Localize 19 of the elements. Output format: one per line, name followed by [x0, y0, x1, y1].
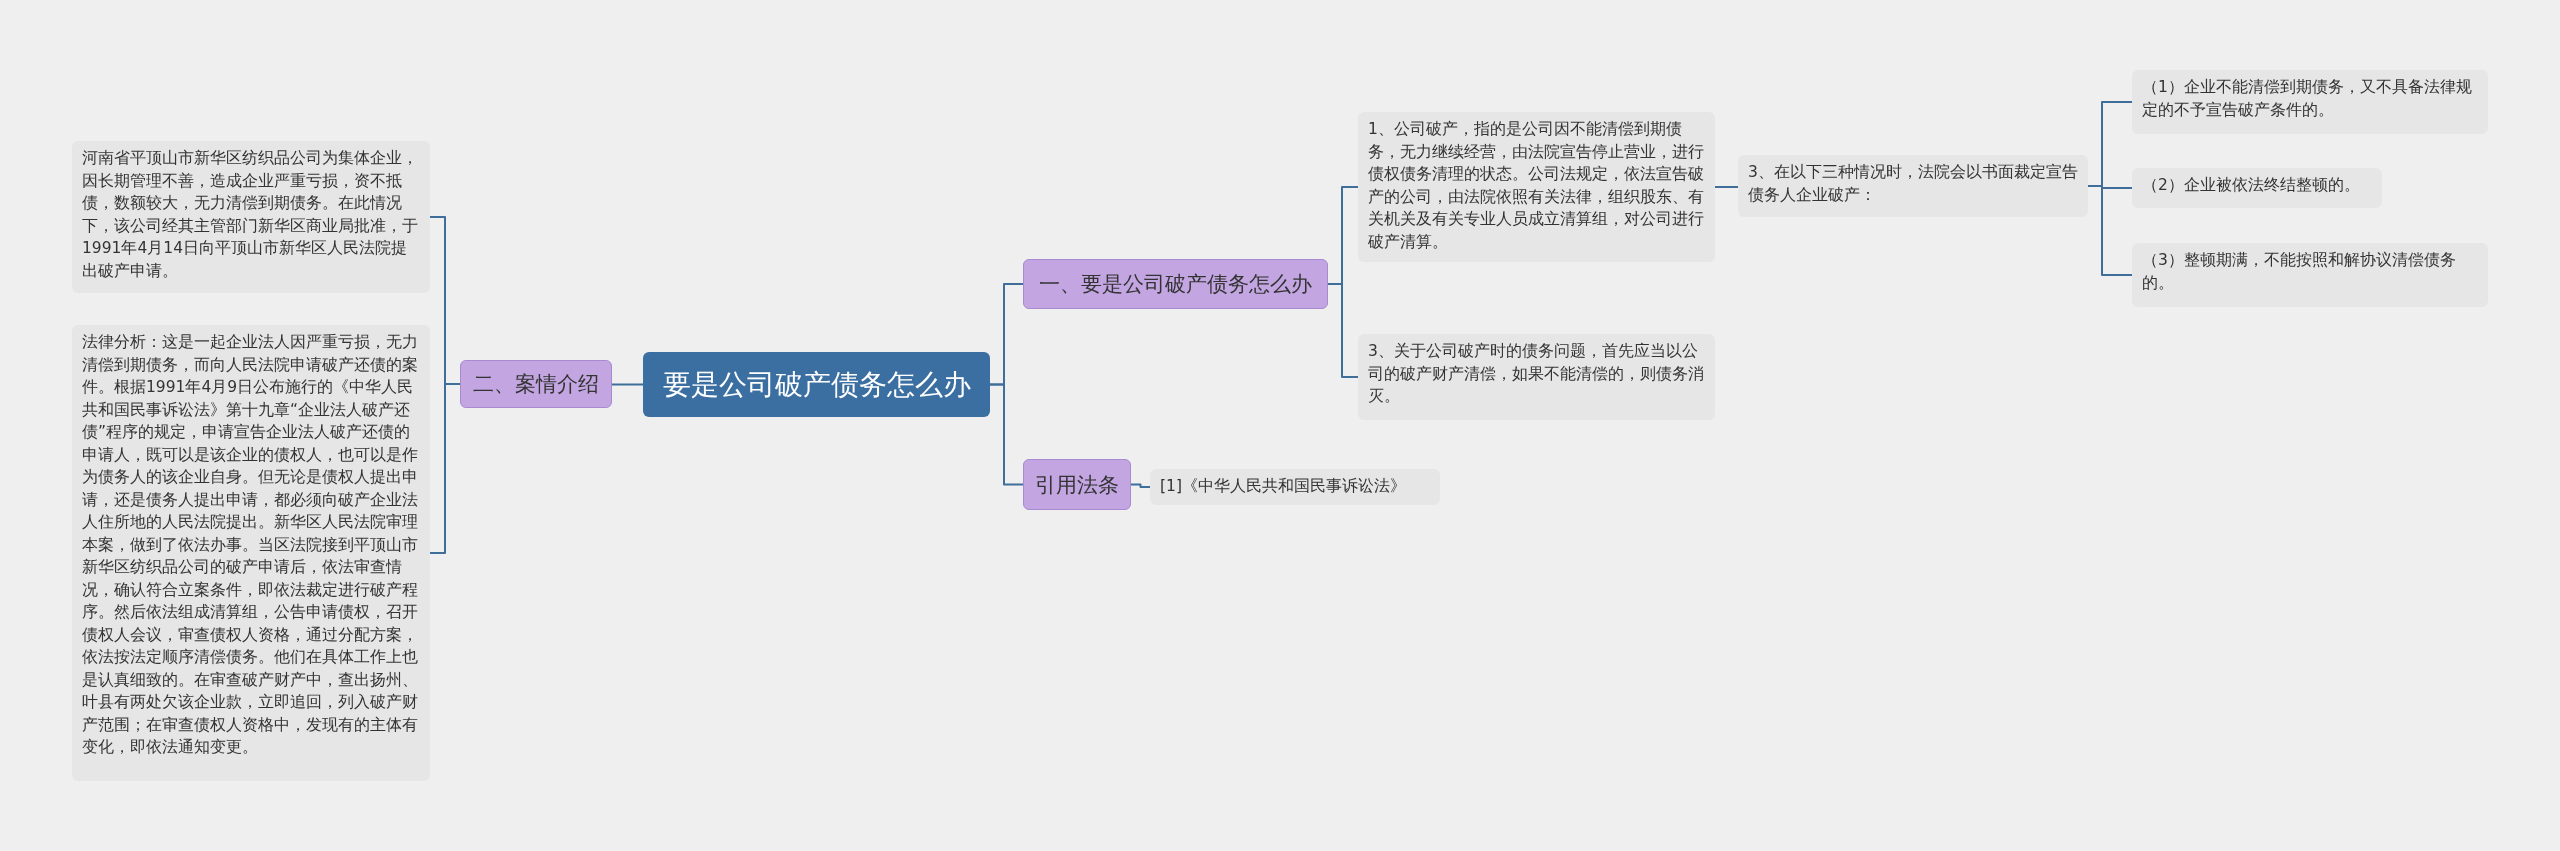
text-card: （3）整顿期满，不能按照和解协议清偿债务的。	[2132, 243, 2488, 307]
connector-line	[1327, 283, 1359, 378]
text-card: 3、关于公司破产时的债务问题，首先应当以公司的破产财产清偿，如果不能清偿的，则债务消灭。	[1358, 334, 1715, 420]
connector-line	[611, 383, 644, 386]
connector-line	[989, 383, 1024, 486]
text-card: [1]《中华人民共和国民事诉讼法》	[1150, 469, 1440, 505]
text-card: 法律分析：这是一起企业法人因严重亏损，无力清偿到期债务，而向人民法院申请破产还债的案件。根据1991年4月9日公布施行的《中华人民共和国民事诉讼法》第十九章“企业法人破产还债”程序的规定，申请宣告企业法人破产还债的申请人，既可以是该企业的债权人，也可以是作为债务人的该企业自身。但无论是债权人提出申请，还是债务人提出申请，都必须向破产企业法人住所地的人民法院提出。新华区人民法院审理本案，做到了依法办事。当区法院接到平顶山市新华区纺织品公司的破产申请后，依法审查情况，确认符合立案条件，即依法裁定进行破产程序。然后依法组成清算组，公告申请债权，召开债权人会议，审查债权人资格，通过分配方案，依法按法定顺序清偿债务。他们在具体工作上也是认真细致的。在审查破产财产中，查出扬州、叶县有两处欠该企业款，立即追回，列入破产财产范围；在审查债权人资格中，发现有的主体有变化，即依法通知变更。	[72, 325, 430, 781]
branch-topic-box: 二、案情介绍	[460, 360, 612, 408]
connector-line	[1714, 186, 1739, 188]
connector-line	[1130, 483, 1151, 488]
text-card: 河南省平顶山市新华区纺织品公司为集体企业，因长期管理不善，造成企业严重亏损，资不抵债，数额较大，无力清偿到期债务。在此情况下，该公司经其主管部门新华区商业局批准，于1991年4月14日向平顶山市新华区人民法院提出破产申请。	[72, 141, 430, 293]
text-card: 1、公司破产，指的是公司因不能清偿到期债务，无力继续经营，由法院宣告停止营业，进行债权债务清理的状态。公司法规定，依法宣告破产的公司，由法院依照有关法律，组织股东、有关机关及有关专业人员成立清算组，对公司进行破产清算。	[1358, 112, 1715, 262]
text-card: （1）企业不能清偿到期债务，又不具备法律规定的不予宣告破产条件的。	[2132, 70, 2488, 134]
central-topic-box: 要是公司破产债务怎么办	[643, 352, 990, 417]
text-card: 3、在以下三种情况时，法院会以书面裁定宣告债务人企业破产：	[1738, 155, 2088, 217]
text-card: （2）企业被依法终结整顿的。	[2132, 168, 2382, 208]
branch-topic-box: 引用法条	[1023, 459, 1131, 510]
branch-topic-box: 一、要是公司破产债务怎么办	[1023, 259, 1328, 309]
connector-line	[429, 383, 461, 554]
